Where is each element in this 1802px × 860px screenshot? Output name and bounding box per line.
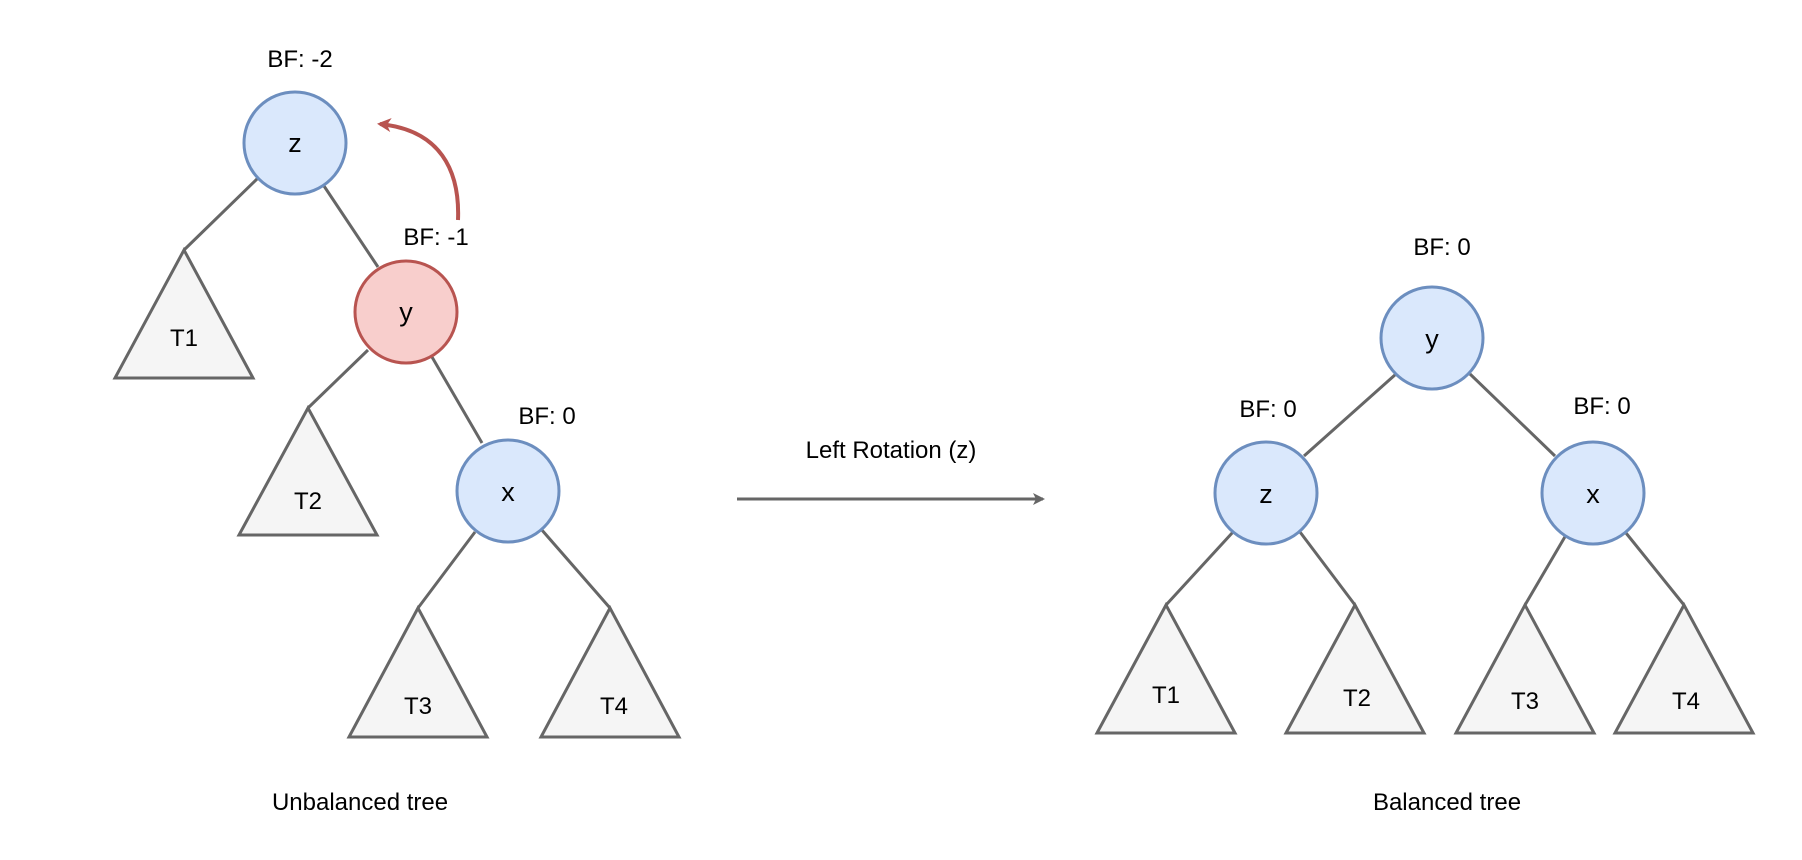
subtree-t2-label: T2 [294,488,322,515]
balanced-subtree-t3: T3 [1453,601,1597,735]
balanced-node-z-bf: BF: 0 [1239,396,1296,423]
unbalanced-caption: Unbalanced tree [272,789,448,816]
edge-y-x [430,356,484,444]
balanced-node-x: x BF: 0 [1540,393,1646,546]
subtree-t3: T3 [346,604,490,739]
edge-z-t2 [1298,531,1357,606]
edge-z-t1 [182,176,260,252]
balanced-node-z-label: z [1259,479,1273,509]
edge-z-y [322,185,380,268]
subtree-t1-label: T1 [170,325,198,352]
balanced-node-y: y BF: 0 [1379,234,1485,391]
edge-y-z [1303,372,1397,458]
node-x-bf: BF: 0 [518,403,575,430]
balanced-subtree-t3-label: T3 [1511,688,1539,715]
edge-z-t1 [1164,530,1235,607]
node-y: y BF: -1 [353,224,469,365]
node-z: z BF: -2 [242,46,348,196]
balanced-subtree-t2: T2 [1283,601,1427,735]
balanced-subtree-t1-label: T1 [1152,682,1180,709]
edge-x-t4 [1624,532,1686,606]
balanced-subtree-t2-label: T2 [1343,685,1371,712]
node-y-bf: BF: -1 [403,224,468,251]
node-y-label: y [399,297,413,327]
edge-x-t3 [1523,534,1568,606]
transition: Left Rotation (z) [737,437,1045,505]
edge-x-t3 [416,531,477,609]
balanced-node-z: z BF: 0 [1213,396,1319,546]
balanced-tree: T1 T2 T3 T4 y BF: 0 z BF: 0 x BF: 0 [1094,234,1756,816]
balanced-caption: Balanced tree [1373,789,1521,816]
balanced-subtree-t4-label: T4 [1672,688,1700,715]
subtree-t1: T1 [112,246,256,380]
balanced-subtree-t4: T4 [1612,601,1756,735]
rotation-label: Left Rotation (z) [806,437,977,464]
subtree-t3-label: T3 [404,693,432,720]
balanced-node-x-label: x [1586,479,1600,509]
subtree-t4-label: T4 [600,693,628,720]
rotation-arrow [377,118,461,221]
edge-x-t4 [539,528,612,609]
unbalanced-tree: T1 T2 T3 T4 z BF: -2 y BF: -1 x BF: 0 [112,46,682,816]
node-x: x BF: 0 [455,403,576,544]
node-x-label: x [501,477,515,507]
subtree-t2: T2 [236,404,380,537]
balanced-subtree-t1: T1 [1094,601,1238,735]
subtree-t4: T4 [538,604,682,739]
balanced-node-x-bf: BF: 0 [1573,393,1630,420]
edge-y-t2 [306,348,370,410]
node-z-bf: BF: -2 [267,46,332,73]
balanced-node-y-label: y [1425,324,1439,354]
balanced-node-y-bf: BF: 0 [1413,234,1470,261]
edge-y-x [1468,372,1557,458]
node-z-label: z [288,128,302,158]
